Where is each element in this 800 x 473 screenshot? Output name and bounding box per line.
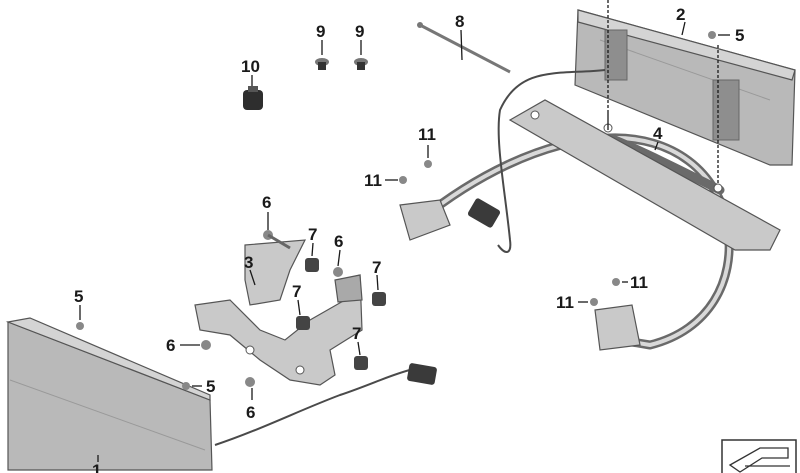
grommet-10 — [243, 86, 263, 110]
callout-7-top: 7 — [308, 225, 317, 244]
callout-7-mid: 7 — [292, 282, 301, 301]
nut-7a — [305, 258, 319, 272]
bolt-11c — [612, 278, 620, 286]
bolt-6c — [201, 340, 211, 350]
callout-3: 3 — [244, 253, 253, 272]
callout-5-left: 5 — [74, 287, 83, 306]
bracket — [194, 239, 363, 386]
bolt-6b — [333, 267, 343, 277]
callout-11-upper: 11 — [418, 125, 436, 144]
bolt-6d — [245, 377, 255, 387]
clip-9b — [354, 58, 368, 70]
callout-8: 8 — [455, 12, 464, 31]
callout-9-left: 9 — [316, 22, 325, 41]
callout-5-bottom: 5 — [206, 377, 215, 396]
callout-6-left: 6 — [166, 336, 175, 355]
bolt-6a — [263, 230, 291, 250]
callout-1: 1 — [92, 461, 101, 473]
cable-tie — [417, 22, 511, 74]
callout-6-mid: 6 — [334, 232, 343, 251]
callout-11-left: 11 — [364, 171, 382, 190]
callout-4: 4 — [653, 124, 663, 143]
panel-left — [5, 317, 213, 471]
bolt-5b — [182, 382, 190, 390]
nut-7b — [372, 292, 386, 306]
callout-labels: 8 2 5 9 9 10 11 11 4 6 7 6 3 7 7 11 11 5… — [74, 5, 744, 473]
callout-9-right: 9 — [355, 22, 364, 41]
connector-upper — [467, 198, 501, 228]
clip-9a — [315, 58, 329, 70]
nut-7d — [354, 356, 368, 370]
callout-6-top: 6 — [262, 193, 271, 212]
panel-right — [574, 9, 796, 166]
bolt-11b — [399, 176, 407, 184]
callout-7-right: 7 — [372, 258, 381, 277]
callout-7-bottom: 7 — [352, 324, 361, 343]
callout-2: 2 — [676, 5, 685, 24]
tube-frame — [399, 99, 781, 351]
callout-5-top: 5 — [735, 26, 744, 45]
nut-7c — [296, 316, 310, 330]
bolt-11d — [590, 298, 598, 306]
connector-lower — [407, 363, 437, 385]
reference-arrow-icon — [721, 439, 797, 473]
callout-11-right-left: 11 — [556, 293, 574, 312]
leader-lines — [79, 0, 730, 462]
callout-11-right-top: 11 — [630, 273, 648, 292]
bolt-11a — [424, 160, 432, 168]
callout-6-bottom: 6 — [246, 403, 255, 422]
cable-lower — [214, 369, 411, 446]
cable-upper — [497, 69, 606, 253]
bolt-5c — [708, 31, 716, 39]
callout-10: 10 — [241, 57, 260, 76]
bolt-5a — [76, 322, 84, 330]
